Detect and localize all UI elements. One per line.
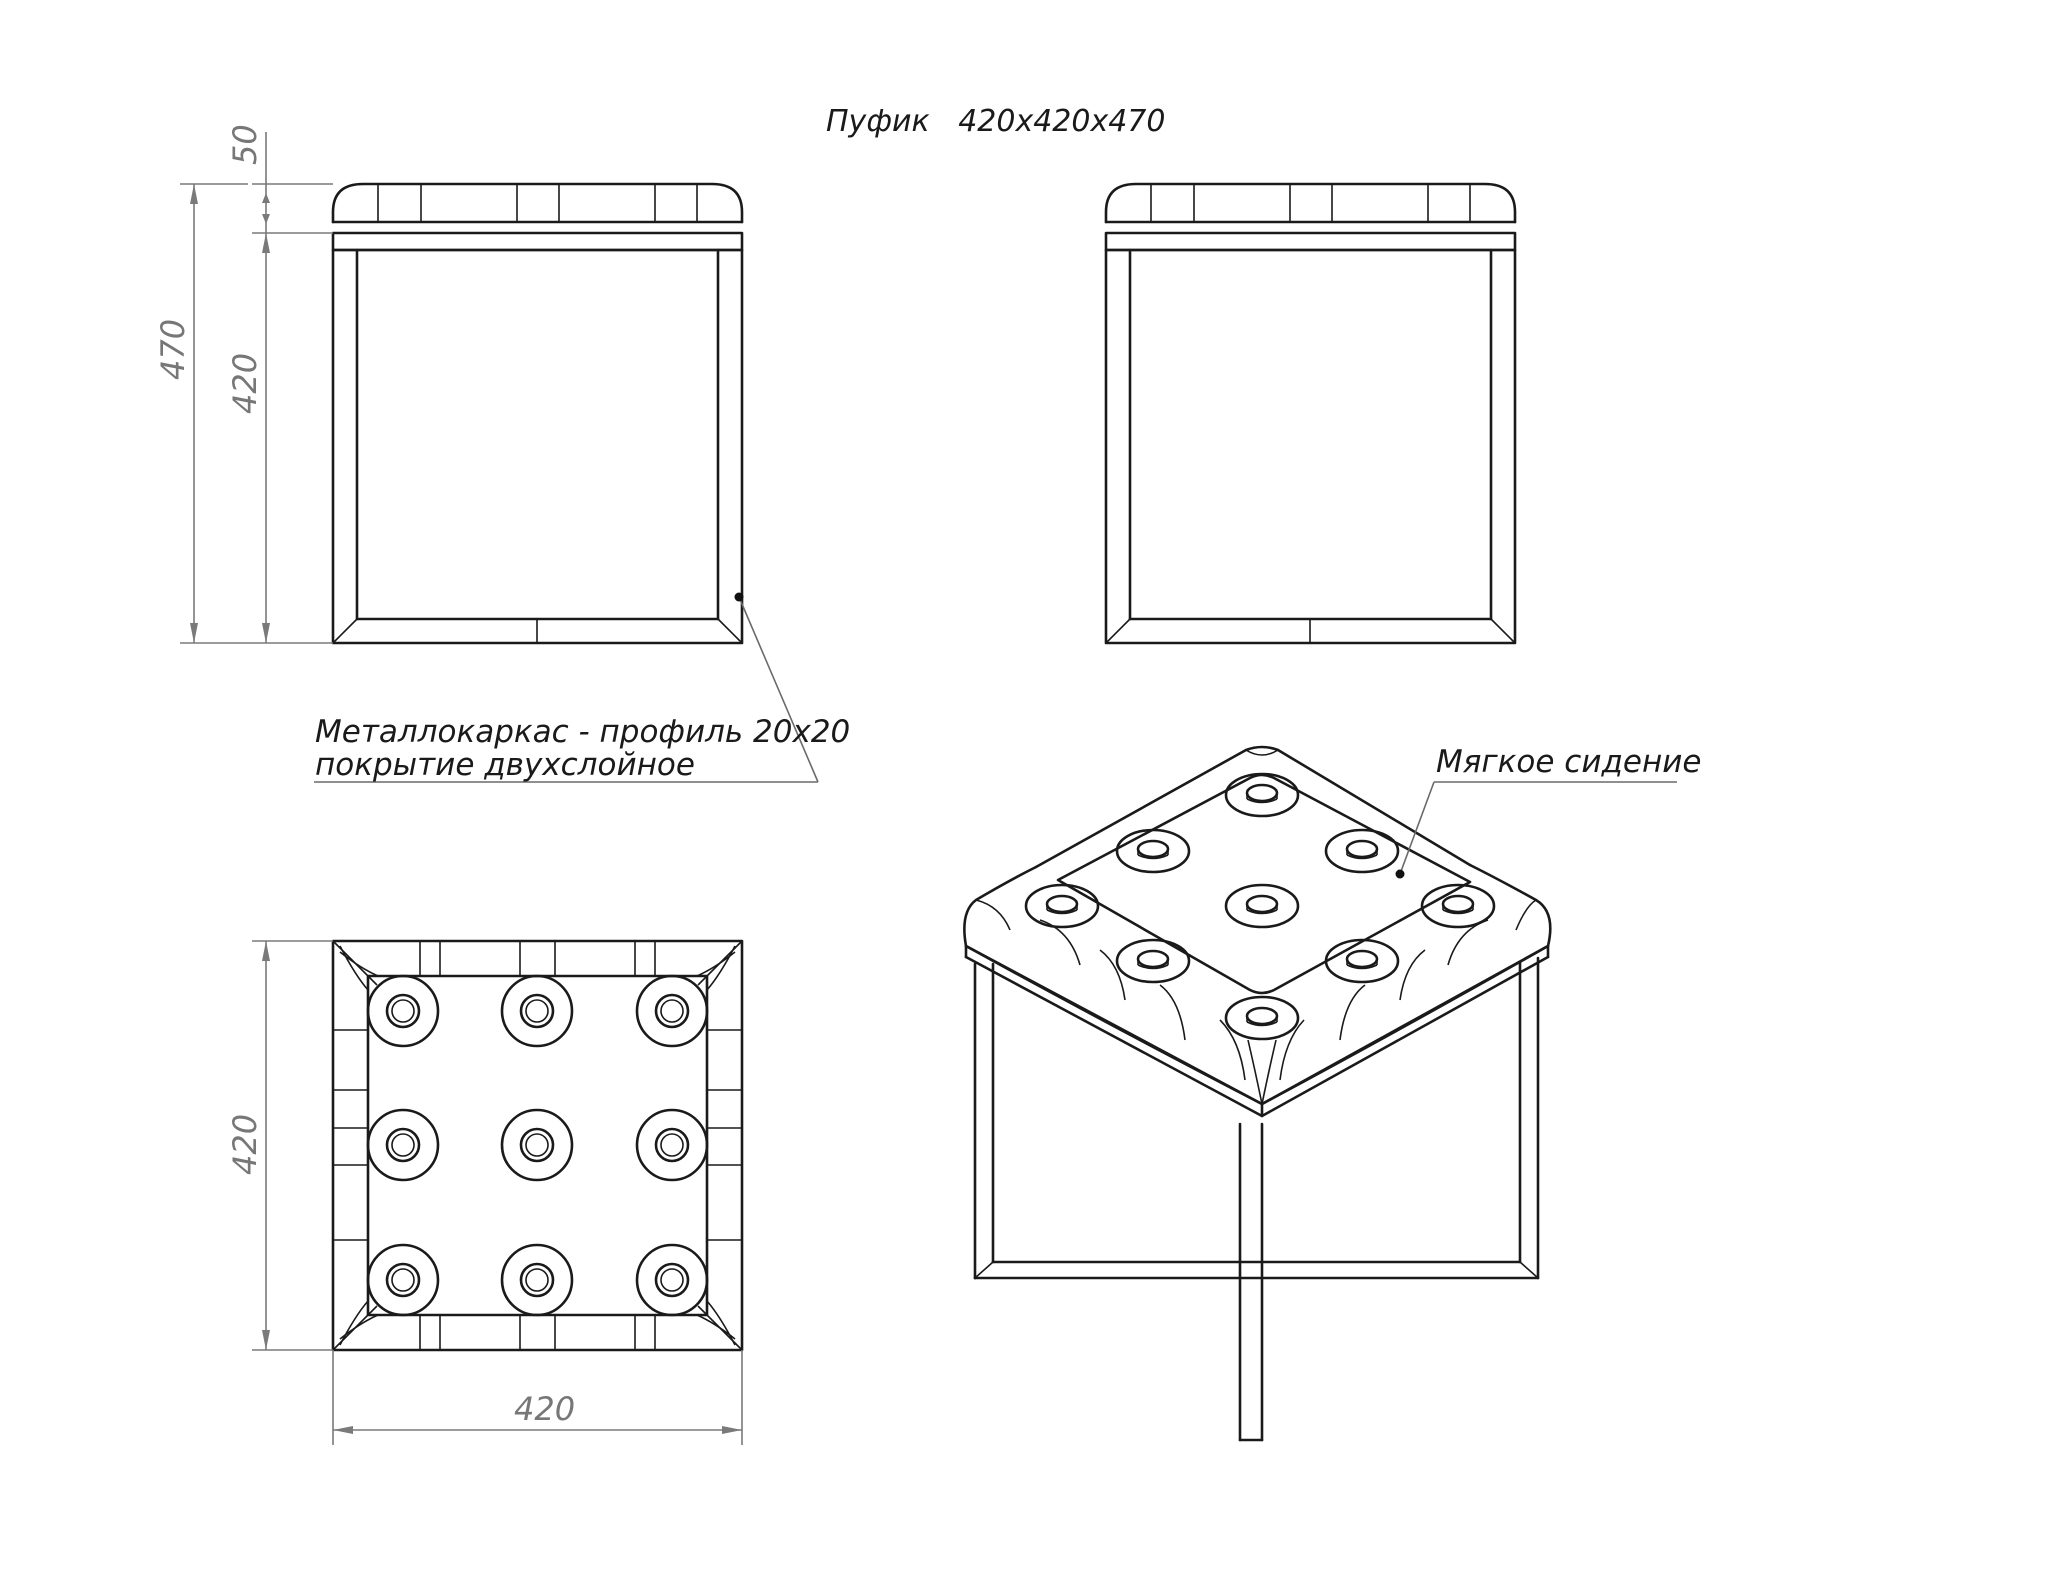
front-view: 50 420 470 bbox=[154, 124, 744, 645]
front-view-dimensions: 50 420 470 bbox=[154, 124, 333, 644]
dim-total-height: 470 bbox=[154, 319, 192, 380]
front-view-frame bbox=[331, 248, 744, 645]
tuft-button bbox=[1224, 772, 1300, 818]
tuft-button bbox=[500, 1243, 574, 1317]
tuft-button bbox=[1024, 883, 1100, 929]
top-view-edge-seams bbox=[333, 941, 742, 1350]
tuft-button bbox=[500, 1108, 574, 1182]
top-view: 420 420 bbox=[226, 939, 744, 1445]
tuft-button bbox=[635, 974, 709, 1048]
iso-cushion bbox=[963, 745, 1552, 1118]
tuft-button bbox=[500, 974, 574, 1048]
tuft-button bbox=[1420, 883, 1496, 929]
iso-frame bbox=[973, 956, 1540, 1442]
tuft-button bbox=[366, 1243, 440, 1317]
tuft-button bbox=[366, 974, 440, 1048]
tuft-button bbox=[1224, 995, 1300, 1041]
dim-top-width: 420 bbox=[514, 1390, 575, 1428]
frame-note-line2: покрытие двухслойное bbox=[315, 747, 695, 783]
dim-frame-height: 420 bbox=[226, 353, 264, 414]
frame-annotation: Металлокаркас - профиль 20х20 покрытие д… bbox=[314, 592, 850, 783]
top-view-corner-folds bbox=[332, 940, 743, 1351]
top-view-buttons bbox=[366, 974, 709, 1317]
tuft-button bbox=[1324, 828, 1400, 874]
tuft-button bbox=[366, 1108, 440, 1182]
side-view-frame bbox=[1104, 248, 1517, 645]
dim-cushion-height: 50 bbox=[226, 124, 264, 165]
isometric-view bbox=[963, 745, 1552, 1442]
side-view-cushion bbox=[1104, 182, 1517, 252]
tuft-button bbox=[635, 1243, 709, 1317]
tuft-button bbox=[635, 1108, 709, 1182]
front-view-cushion bbox=[331, 182, 744, 252]
tuft-button bbox=[1115, 938, 1191, 984]
tuft-button bbox=[1115, 828, 1191, 874]
tuft-button bbox=[1324, 938, 1400, 984]
iso-buttons bbox=[1024, 772, 1496, 1041]
seat-annotation: Мягкое сидение bbox=[1395, 744, 1701, 879]
top-view-dimensions: 420 420 bbox=[226, 940, 743, 1445]
drawing-title: Пуфик 420х420х470 bbox=[826, 104, 1165, 139]
side-view bbox=[1104, 182, 1517, 645]
seat-note: Мягкое сидение bbox=[1436, 744, 1701, 780]
dim-top-depth: 420 bbox=[226, 1114, 264, 1175]
frame-note-line1: Металлокаркас - профиль 20х20 bbox=[315, 714, 850, 750]
tuft-button bbox=[1224, 883, 1300, 929]
